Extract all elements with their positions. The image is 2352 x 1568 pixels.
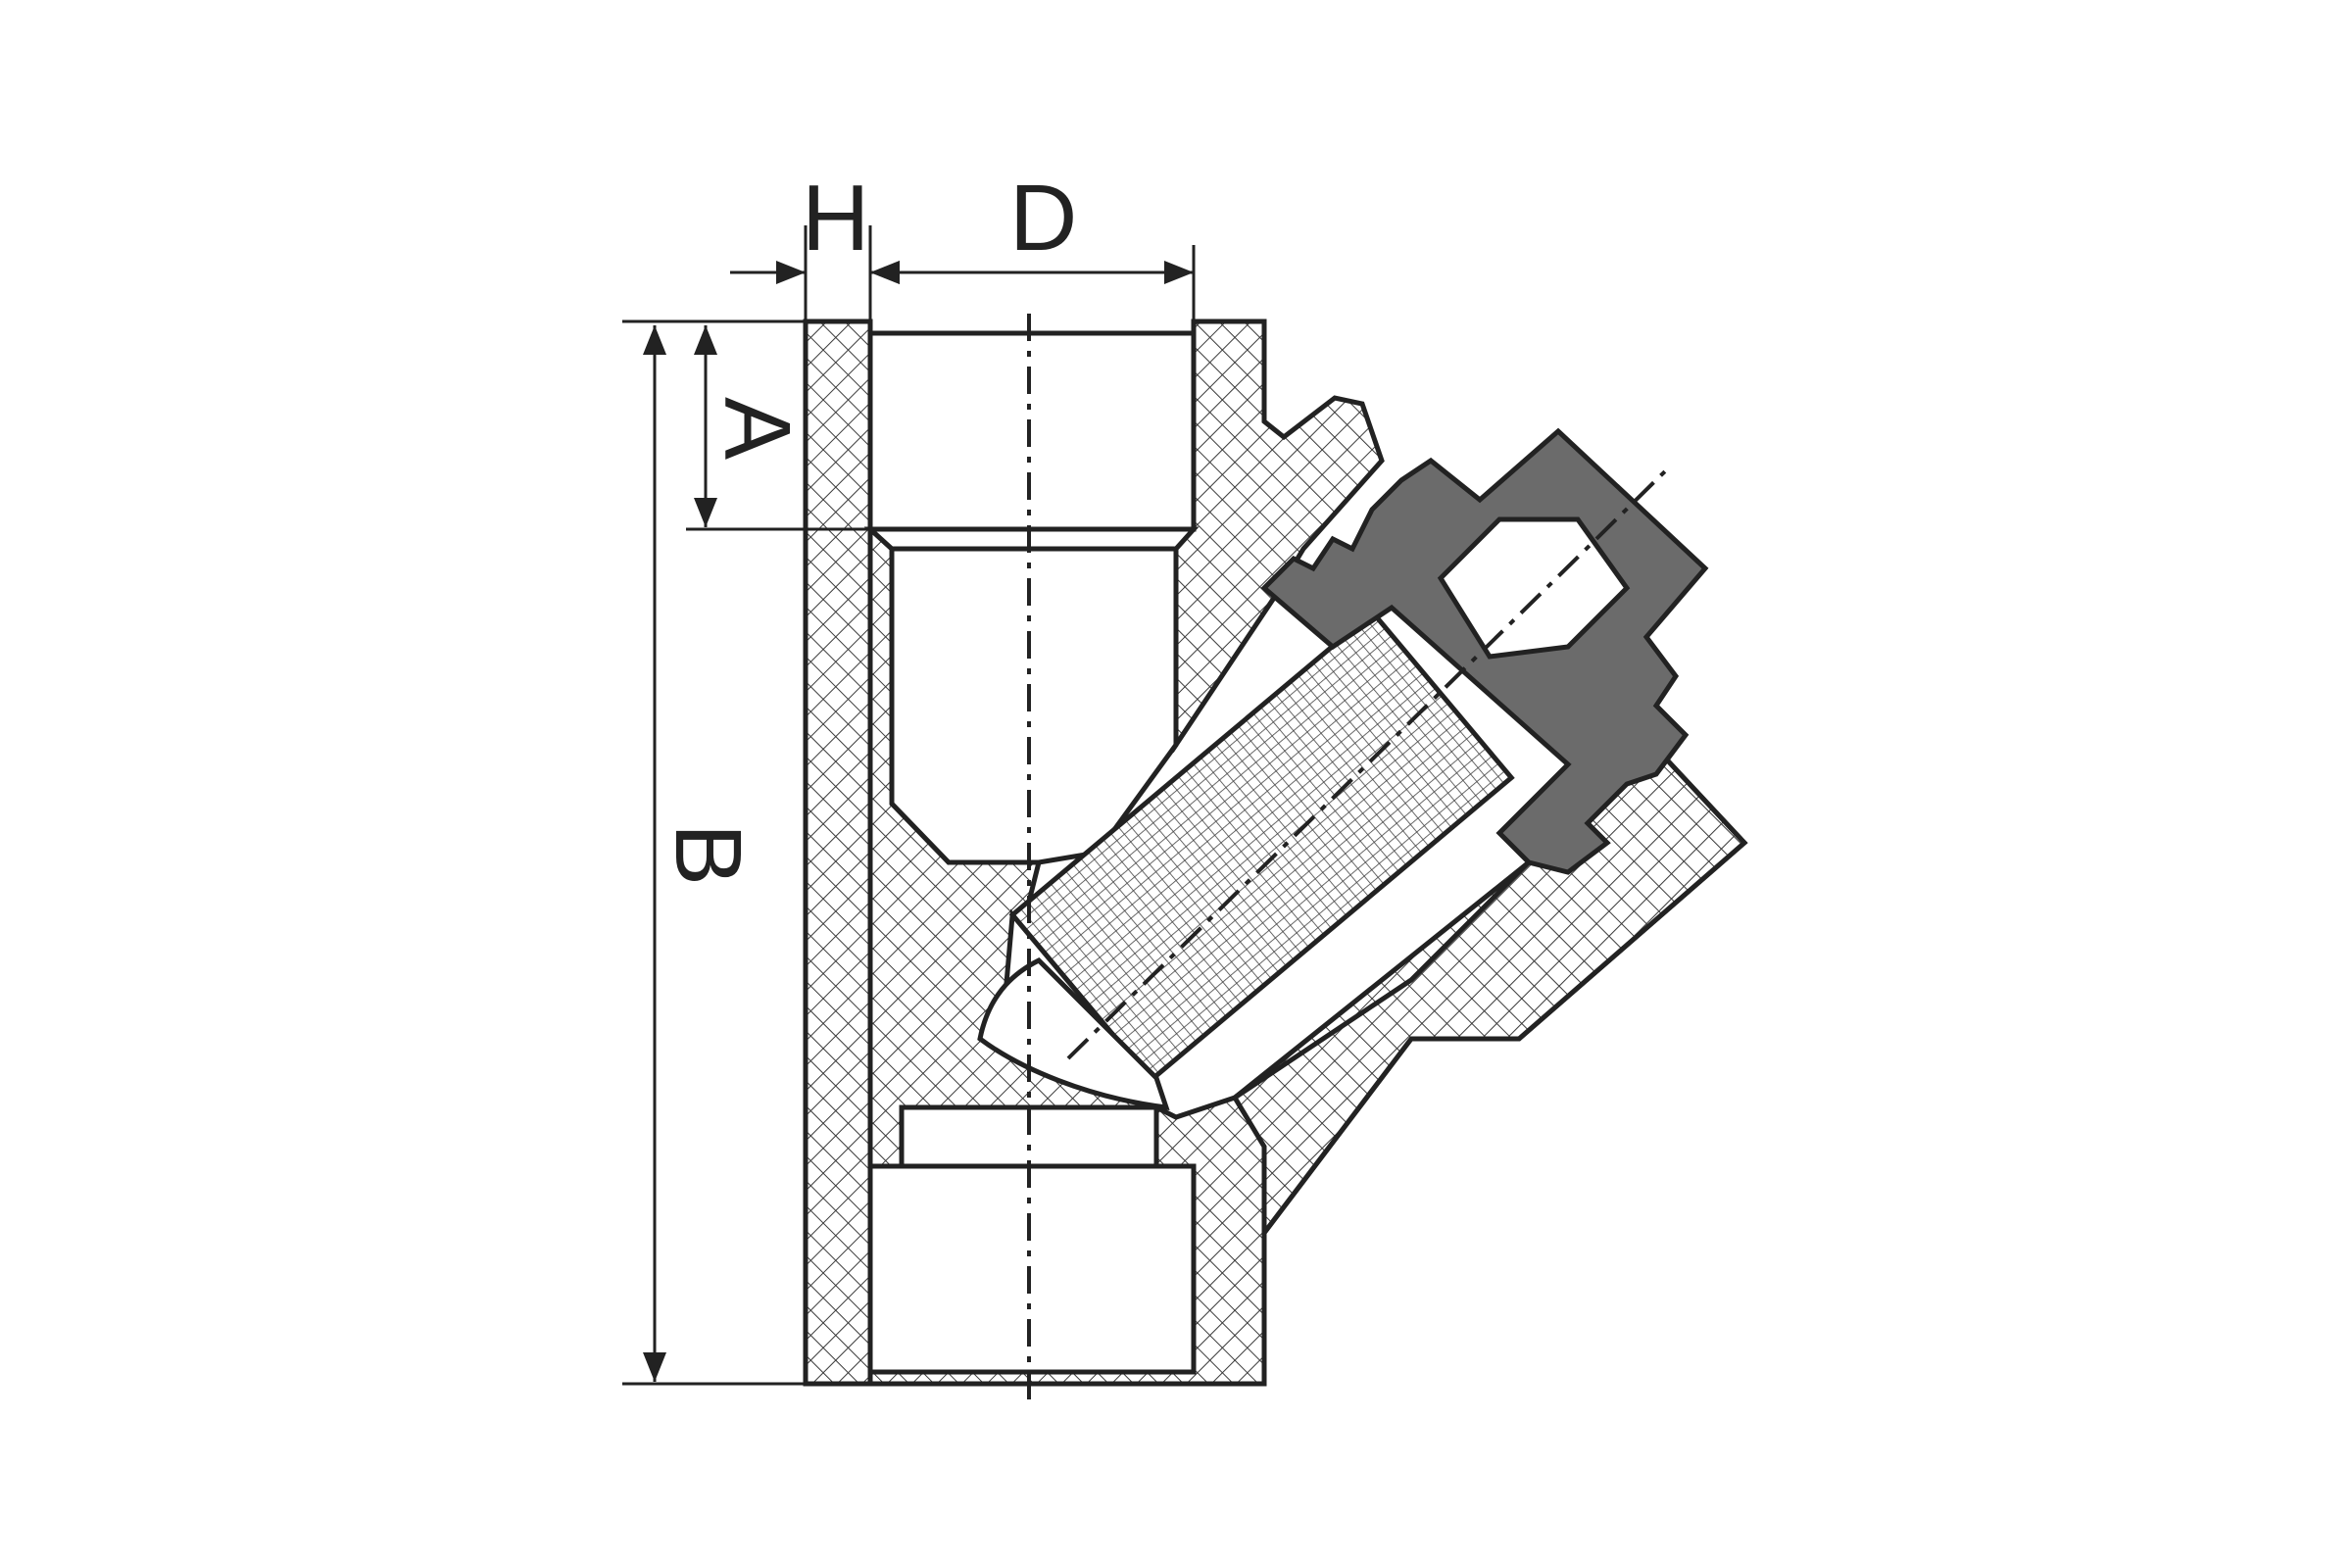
dim-label-b: B <box>656 823 760 886</box>
plug-cavity <box>1437 516 1631 660</box>
dim-label-a: A <box>705 397 809 460</box>
dim-label-d: D <box>1009 166 1077 270</box>
strainer-centerline <box>1066 468 1668 1060</box>
top-port-bore <box>867 330 1197 532</box>
top-port-step <box>863 526 1200 552</box>
body-wall-left <box>803 318 873 1387</box>
bottom-port-bore <box>867 1163 1197 1375</box>
strainer-cup <box>977 956 1170 1110</box>
dim-label-h: H <box>802 166 869 270</box>
flow-channel <box>889 546 1179 865</box>
body-side-arm <box>1231 751 1748 1241</box>
